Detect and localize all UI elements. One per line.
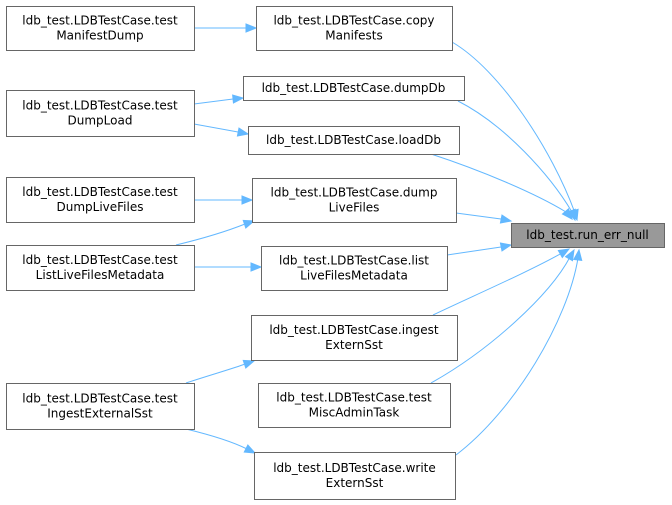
arrowhead <box>245 23 258 33</box>
nodes: ldb_test.run_err_null ldb_test.LDBTestCas… <box>6 6 665 500</box>
arrowhead <box>561 207 573 221</box>
node-box <box>251 315 458 361</box>
arrowhead <box>242 219 256 229</box>
edge-test-manifest-dump-to-copy <box>194 23 258 33</box>
node-box <box>6 383 195 430</box>
node-label-line: ldb_test.LDBTestCase.ingest <box>269 323 439 337</box>
edge-test-dump-load-to-dump-db <box>193 94 245 105</box>
node-label-line: ldb_test.LDBTestCase.loadDb <box>266 133 441 147</box>
edge-test-ingest-to-write <box>185 428 257 454</box>
node-box <box>243 76 465 101</box>
node-box <box>6 177 195 223</box>
node-label-line: ExternSst <box>325 338 383 352</box>
edge-line <box>432 252 563 316</box>
edge-line <box>430 153 567 213</box>
node-label-line: ExternSst <box>326 476 384 490</box>
node-target[interactable]: ldb_test.run_err_null <box>511 223 665 248</box>
arrowhead <box>564 248 575 262</box>
node-label-line: ldb_test.LDBTestCase.copy <box>273 14 434 28</box>
edge-line <box>455 257 579 456</box>
node-box <box>6 6 195 51</box>
edge-write-extern-to-target <box>455 248 583 456</box>
node-label-line: DumpLoad <box>68 114 133 128</box>
edges <box>175 23 583 456</box>
edge-test-list-metadata-to-list <box>194 262 263 272</box>
edge-line <box>451 41 576 214</box>
arrowhead <box>236 127 250 137</box>
node-label-line: ldb_test.run_err_null <box>526 228 649 242</box>
edge-line <box>457 100 573 213</box>
node-test-ingest-external-sst[interactable]: ldb_test.LDBTestCase.testIngestExternalS… <box>6 383 195 430</box>
arrowhead <box>499 242 513 252</box>
edge-test-ingest-to-ingest <box>185 359 256 384</box>
edge-test-dump-live-files-to-dump <box>194 195 254 205</box>
edge-line <box>185 428 248 450</box>
node-box <box>258 383 451 428</box>
node-label-line: ldb_test.LDBTestCase.test <box>22 253 178 267</box>
arrowhead <box>242 359 256 369</box>
edge-misc-admin-to-target <box>430 248 575 384</box>
node-label-line: MiscAdminTask <box>309 406 400 420</box>
node-label-line: ldb_test.LDBTestCase.test <box>22 14 178 28</box>
edge-line <box>175 223 246 246</box>
node-label-line: ldb_test.LDBTestCase.list <box>279 254 429 268</box>
arrowhead <box>557 248 571 259</box>
arrowhead <box>243 444 257 454</box>
node-label-line: IngestExternalSst <box>47 407 153 421</box>
edge-line <box>193 123 239 133</box>
arrowhead <box>572 248 583 262</box>
node-box <box>248 126 460 155</box>
edge-line <box>446 246 502 256</box>
node-label-line: DumpLiveFiles <box>57 200 144 214</box>
node-box <box>6 90 195 137</box>
edge-ingest-to-target <box>432 248 571 316</box>
node-box <box>256 6 453 51</box>
edge-load-db-to-target <box>430 153 573 221</box>
edge-test-dump-load-to-load-db <box>193 123 250 137</box>
edge-line <box>185 363 246 384</box>
node-label-line: ldb_test.LDBTestCase.dump <box>271 186 438 200</box>
node-label-line: ListLiveFilesMetadata <box>36 268 165 282</box>
edge-test-list-metadata-to-dump <box>175 219 256 246</box>
arrowhead <box>499 214 513 224</box>
node-list-live-files-metadata[interactable]: ldb_test.LDBTestCase.listLiveFilesMetada… <box>261 246 448 291</box>
edge-list-metadata-to-target <box>446 242 513 256</box>
edge-line <box>455 212 502 220</box>
arrowhead <box>250 262 263 272</box>
node-label-line: LiveFilesMetadata <box>300 269 408 283</box>
node-box <box>6 245 195 291</box>
node-label-line: ManifestDump <box>56 29 143 43</box>
node-box <box>511 223 665 248</box>
node-label-line: ldb_test.LDBTestCase.test <box>22 99 178 113</box>
edge-line <box>193 98 234 105</box>
node-test-list-live-files-metadata[interactable]: ldb_test.LDBTestCase.testListLiveFilesMe… <box>6 245 195 291</box>
node-load-db[interactable]: ldb_test.LDBTestCase.loadDb <box>248 126 460 155</box>
arrowhead <box>232 94 245 104</box>
node-label-line: LiveFiles <box>329 201 380 215</box>
edge-dump-db-to-target <box>457 100 576 222</box>
edge-dump-live-files-to-target <box>455 212 513 224</box>
node-label-line: ldb_test.LDBTestCase.test <box>276 391 432 405</box>
node-box <box>261 246 448 291</box>
arrowhead <box>241 195 254 205</box>
node-box <box>254 452 456 500</box>
node-label-line: ldb_test.LDBTestCase.test <box>22 392 178 406</box>
node-label-line: Manifests <box>325 29 382 43</box>
node-label-line: ldb_test.LDBTestCase.dumpDb <box>262 81 446 95</box>
node-dump-db[interactable]: ldb_test.LDBTestCase.dumpDb <box>243 76 465 101</box>
node-label-line: ldb_test.LDBTestCase.test <box>22 185 178 199</box>
node-label-line: ldb_test.LDBTestCase.write <box>273 461 436 475</box>
node-box <box>252 178 457 223</box>
edge-line <box>430 256 571 384</box>
